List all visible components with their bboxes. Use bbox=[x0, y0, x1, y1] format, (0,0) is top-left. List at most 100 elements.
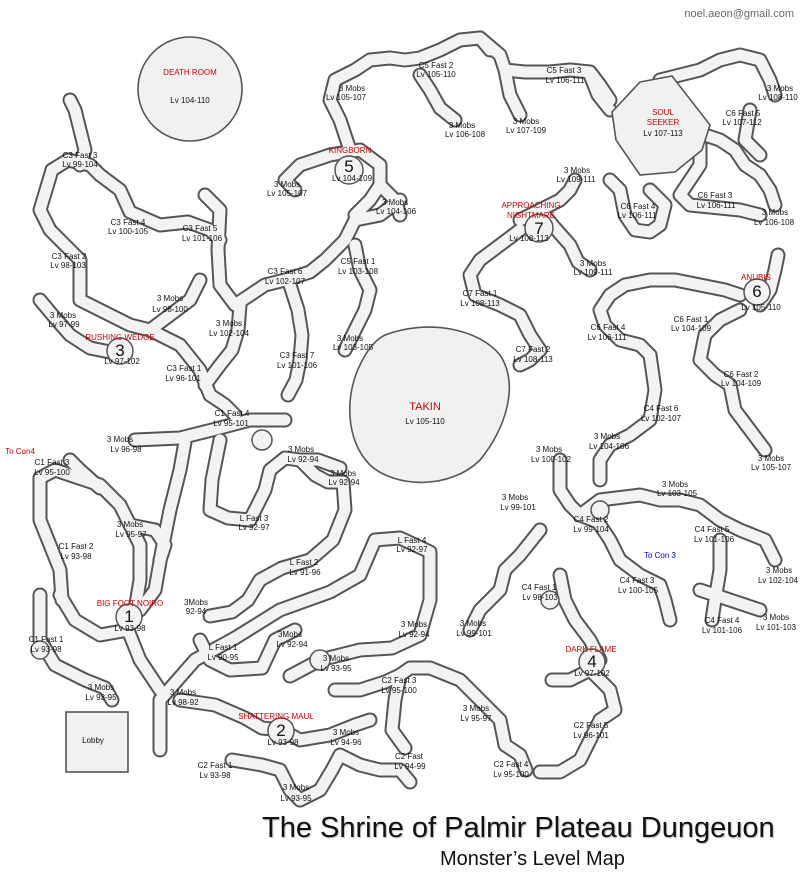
area-level: Lv 100-105 bbox=[618, 586, 659, 595]
area-level: Lv 93-98 bbox=[30, 645, 62, 654]
area-label: C3 Fast 7Lv 101-106 bbox=[277, 351, 318, 370]
tunnel-passage bbox=[204, 434, 306, 526]
area-name: C2 Fast 1 bbox=[198, 761, 233, 770]
area-label: L Fast 2Lv 91-96 bbox=[289, 558, 321, 577]
death-room[interactable] bbox=[137, 36, 243, 142]
area-level: Lv 106-111 bbox=[697, 201, 736, 210]
tunnel-passage bbox=[464, 224, 546, 356]
tunnel-passage bbox=[694, 584, 766, 616]
lobby-room[interactable] bbox=[65, 711, 129, 773]
chamber bbox=[115, 603, 143, 631]
tunnel-passage bbox=[276, 714, 376, 746]
area-name: C3 Fast 5 bbox=[183, 224, 218, 233]
area-level: Lv 108-113 bbox=[513, 355, 553, 364]
area-name: C1 Fast 1 bbox=[29, 635, 64, 644]
area-label: C7 Fast 1Lv 108-113 bbox=[460, 289, 500, 308]
area-level: Lv 92-94 bbox=[328, 478, 360, 487]
nightmare-number: 7 bbox=[534, 219, 543, 238]
area-name: 3 Mobs bbox=[323, 654, 349, 663]
chamber bbox=[30, 640, 50, 660]
kingborn-level: Lv 104-109 bbox=[332, 174, 373, 183]
rushing-wedge-name: RUSHING WEDGE bbox=[85, 333, 154, 342]
area-level: Lv 97-99 bbox=[48, 320, 80, 329]
chamber bbox=[106, 337, 134, 365]
area-level: Lv 96-101 bbox=[165, 374, 201, 383]
chamber bbox=[540, 590, 560, 610]
tunnel-passage bbox=[514, 174, 581, 226]
area-level: Lv 109-111 bbox=[557, 175, 596, 184]
area-name: 3 Mobs bbox=[288, 445, 314, 454]
area-name: C4 Fast 3 bbox=[620, 576, 655, 585]
area-level: Lv 101-103 bbox=[756, 623, 797, 632]
area-level: Lv 92-94 bbox=[287, 455, 319, 464]
area-level: Lv 100-105 bbox=[108, 227, 149, 236]
soul-seeker-room[interactable] bbox=[611, 75, 711, 176]
chamber bbox=[309, 649, 331, 671]
tunnel-passage bbox=[414, 69, 461, 126]
area-level: Lv 94-99 bbox=[394, 762, 426, 771]
area-level: Lv 90-95 bbox=[207, 653, 239, 662]
area-level: Lv 92-97 bbox=[396, 545, 428, 554]
area-level: Lv 98-92 bbox=[167, 698, 199, 707]
area-label: C6 Fast 5Lv 107-112 bbox=[722, 109, 762, 127]
soul-seeker-name-2: SEEKER bbox=[647, 118, 680, 127]
area-level: Lv 101-106 bbox=[702, 626, 743, 635]
tunnel-passage bbox=[339, 239, 376, 356]
area-level: Lv 108-110 bbox=[758, 93, 798, 102]
chamber bbox=[743, 278, 771, 306]
area-level: Lv 101-106 bbox=[182, 234, 223, 243]
area-level: Lv 100-102 bbox=[531, 455, 572, 464]
area-label: C6 Fast 4Lv 106-111 bbox=[618, 202, 657, 220]
kingborn-number: 5 bbox=[344, 157, 353, 176]
area-name: L Fast 4 bbox=[398, 536, 427, 545]
tunnel-passage bbox=[594, 439, 616, 486]
area-level: Lv 104-106 bbox=[376, 207, 417, 216]
area-name: C6 Fast 5 bbox=[726, 109, 761, 118]
big-foot-noiro-name: BIG FOOT NOIRO bbox=[97, 599, 164, 608]
shattering-maul-level: Lv 93-98 bbox=[267, 738, 299, 747]
area-name: 3 Mobs bbox=[758, 454, 784, 463]
area-level: Lv 105-107 bbox=[267, 189, 308, 198]
area-name: 3 Mobs bbox=[463, 704, 489, 713]
rushing-wedge-level: Lv 97-102 bbox=[104, 357, 140, 366]
area-name: 3 Mobs bbox=[107, 435, 133, 444]
author-email: noel.aeon@gmail.com bbox=[684, 8, 794, 20]
tunnel-passage bbox=[154, 532, 436, 756]
area-name: 3 Mobs bbox=[88, 683, 114, 692]
area-level: 92-94 bbox=[186, 607, 207, 616]
death-room-level: Lv 104-110 bbox=[170, 96, 210, 105]
big-foot-noiro-number: 1 bbox=[124, 607, 133, 626]
area-name: 3 Mobs bbox=[449, 121, 475, 130]
area-name: 3 Mobs bbox=[766, 566, 792, 575]
tunnel-passage bbox=[674, 139, 766, 221]
area-name: C3 Fast 3 bbox=[63, 151, 98, 160]
area-name: 3 Mobs bbox=[330, 469, 356, 478]
area-label: C2 Fast 1Lv 93-98 bbox=[198, 761, 233, 780]
takin-room[interactable] bbox=[348, 326, 511, 484]
area-label: C2 Fast 5Lv 96-101 bbox=[573, 721, 609, 740]
area-name: 3 Mobs bbox=[763, 613, 789, 622]
area-name: L Fast 2 bbox=[290, 558, 319, 567]
area-name: C5 Fast 2 bbox=[419, 61, 454, 70]
soul-seeker-name-1: SOUL bbox=[652, 108, 674, 117]
area-name: C5 Fast 1 bbox=[341, 257, 376, 266]
area-name: C2 Fast bbox=[395, 752, 424, 761]
to-con3-link[interactable]: To Con 3 bbox=[644, 551, 677, 560]
area-label: C1 Fast 1Lv 93-98 bbox=[29, 635, 64, 654]
to-con4-link[interactable]: To Con4 bbox=[5, 447, 35, 456]
area-label: C4 Fast 5Lv 101-106 bbox=[694, 525, 735, 544]
